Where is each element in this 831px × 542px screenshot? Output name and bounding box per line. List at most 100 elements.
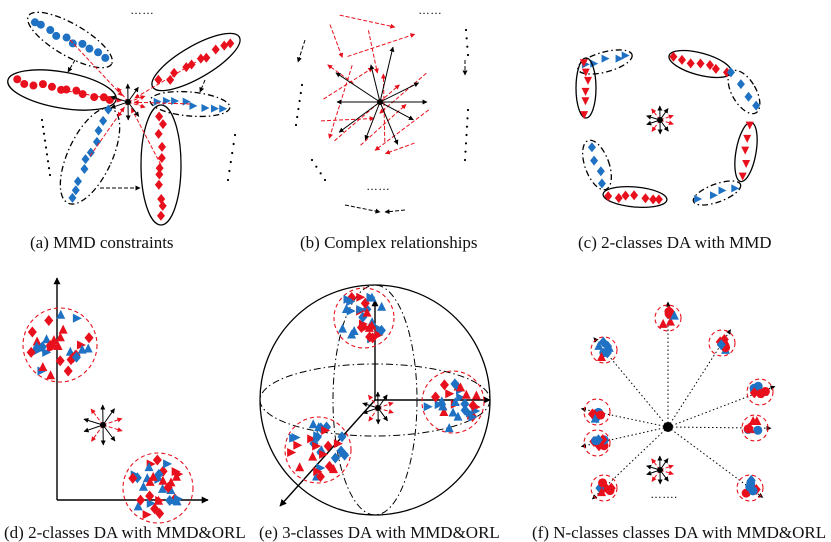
triangle-marker: [468, 412, 478, 422]
triangle-marker: [313, 467, 323, 477]
triangle-marker: [743, 134, 752, 143]
diamond-marker: [154, 468, 164, 480]
triangle-marker: [291, 432, 301, 442]
triangle-marker: [171, 96, 180, 105]
caption-b: (b) Complex relationships: [300, 233, 478, 252]
arrow: [102, 424, 123, 432]
triangle-marker: [42, 347, 52, 357]
dashed-ring: [654, 304, 682, 332]
triangle-marker: [38, 362, 48, 372]
diamond-marker: [71, 351, 81, 363]
triangle-marker: [319, 449, 329, 459]
arrow: [323, 67, 374, 100]
circle-marker: [664, 309, 674, 319]
arrow: [110, 101, 129, 109]
dashed-ring: [333, 287, 395, 349]
triangle-marker: [438, 401, 448, 411]
arrow: [69, 39, 123, 97]
circle-marker: [47, 82, 56, 91]
dot: [297, 107, 300, 111]
caption-a: (a) MMD constraints: [30, 233, 174, 252]
arrow: [580, 426, 669, 448]
triangle-marker: [55, 332, 65, 342]
diamond-marker: [686, 58, 695, 69]
dot: [323, 178, 327, 182]
dot: [46, 160, 50, 163]
diamond-marker: [736, 79, 745, 90]
diamond-marker: [711, 63, 720, 74]
circle-marker: [90, 93, 99, 102]
dot: [45, 153, 49, 156]
arrow: [130, 107, 162, 166]
triangle-marker: [450, 397, 460, 407]
arrow: [110, 95, 129, 103]
arrow: [347, 33, 416, 57]
diamond-marker: [590, 155, 599, 166]
diamond-marker: [94, 125, 103, 136]
diamond-marker: [602, 347, 612, 359]
arrow: [379, 82, 420, 103]
diamond-marker: [86, 147, 95, 158]
triangle-marker: [49, 335, 59, 345]
diamond-marker: [68, 192, 77, 203]
circle-marker: [596, 410, 606, 420]
diamond-marker: [669, 51, 678, 62]
triangle-marker: [76, 340, 86, 350]
dot: [40, 118, 44, 122]
dot: [465, 37, 468, 40]
triangle-marker: [219, 104, 228, 113]
diamond-marker: [145, 490, 155, 502]
dashed-ring: [22, 307, 98, 383]
triangle-marker: [621, 51, 630, 60]
dot: [41, 125, 45, 128]
arrow: [344, 204, 381, 214]
dot: [43, 139, 47, 142]
diamond-marker: [92, 136, 101, 147]
dot: [464, 28, 468, 32]
diamond-marker: [330, 452, 340, 464]
caption-c: (c) 2-classes DA with MMD: [578, 233, 772, 252]
panel-b-arrows: [294, 14, 470, 215]
diamond-marker: [154, 128, 163, 139]
diamond-marker: [749, 387, 759, 399]
triangle-marker: [287, 448, 297, 458]
dashed-ring: [746, 378, 774, 406]
diamond-marker: [158, 200, 167, 211]
triangle-marker: [189, 101, 198, 110]
diamond-marker: [312, 431, 322, 443]
dot: [466, 108, 470, 112]
arrow: [384, 142, 415, 155]
diamond-marker: [158, 141, 167, 152]
diamond-marker: [705, 60, 714, 71]
dashed-ellipse: [59, 107, 121, 205]
triangle-marker: [461, 389, 471, 399]
triangle-marker: [356, 304, 366, 314]
arrow: [127, 86, 139, 103]
triangle-marker: [333, 439, 343, 449]
diamond-marker: [603, 340, 613, 352]
panel-d-clusters: [22, 277, 209, 524]
panel-d: (d) 2-classes DA with MMD&ORL: [4, 277, 246, 542]
diamond-marker: [154, 74, 163, 85]
triangle-marker: [46, 370, 56, 380]
triangle-marker: [423, 402, 433, 412]
panel-a: …… (a) MMD constraints: [7, 3, 241, 252]
dashed-ellipse: [581, 139, 613, 191]
center-point: [657, 117, 663, 123]
dot: [229, 160, 232, 164]
triangle-marker: [581, 97, 590, 106]
triangle-marker: [148, 471, 158, 481]
panel-e: (e) 3-classes DA with MMD&ORL: [259, 284, 500, 542]
dot: [231, 151, 234, 155]
diamond-marker: [649, 194, 658, 205]
triangle-marker: [594, 340, 604, 350]
triangle-marker: [83, 343, 93, 353]
dot: [42, 132, 46, 135]
circle-marker: [46, 26, 55, 35]
diamond-marker: [211, 44, 220, 55]
circle-marker: [38, 80, 47, 89]
diamond-marker: [356, 322, 366, 334]
triangle-marker: [321, 425, 331, 435]
triangle-marker: [158, 483, 168, 493]
arrow: [102, 424, 116, 442]
